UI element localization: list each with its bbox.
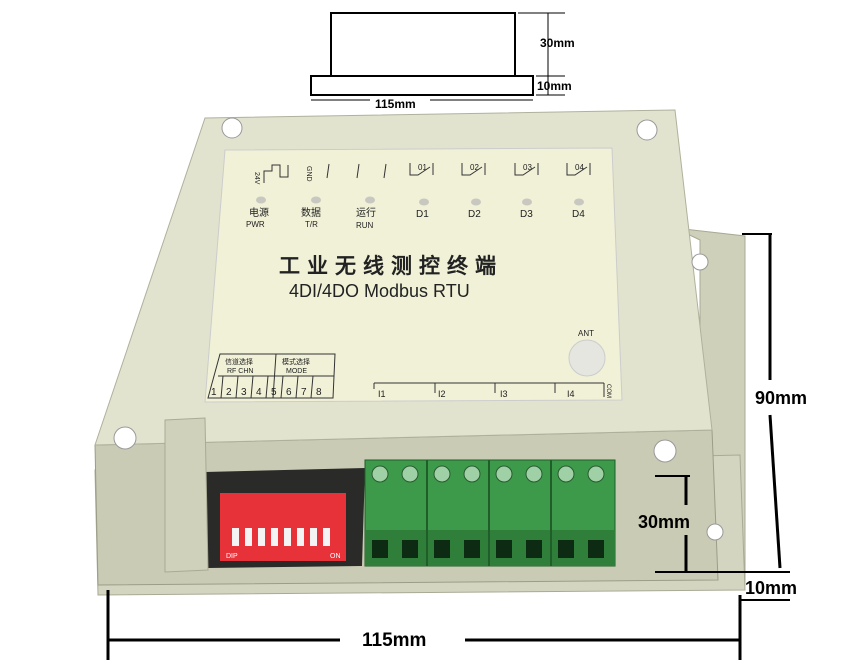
input-labels: I1 I2 I3 I4 COM bbox=[373, 382, 611, 399]
product-title-cn: 工业无线测控终端 bbox=[279, 254, 503, 278]
mode-label-cn: 模式选择 bbox=[282, 357, 310, 366]
led-label-pwr: PWR bbox=[246, 220, 265, 229]
led-label-tr: T/R bbox=[305, 220, 318, 229]
dip-number: 1 bbox=[211, 387, 217, 398]
dip-number: 2 bbox=[226, 387, 232, 398]
led-d3 bbox=[522, 198, 532, 206]
led-label-d4: D4 bbox=[572, 209, 585, 220]
top-view-body bbox=[330, 12, 516, 77]
top-base-label: 10mm bbox=[537, 79, 572, 93]
terminal-screw[interactable] bbox=[495, 465, 513, 483]
terminal-screw[interactable] bbox=[433, 465, 451, 483]
terminal-screw[interactable] bbox=[525, 465, 543, 483]
led-d1 bbox=[419, 198, 429, 206]
input-label-i1: I1 bbox=[378, 389, 386, 399]
dip-number: 7 bbox=[301, 387, 307, 398]
input-label-i4: I4 bbox=[567, 389, 575, 399]
terminal-screw[interactable] bbox=[557, 465, 575, 483]
mount-hole bbox=[691, 253, 709, 271]
terminal-screw[interactable] bbox=[587, 465, 605, 483]
output-label-04: 04 bbox=[575, 163, 584, 172]
input-label-i2: I2 bbox=[438, 389, 446, 399]
mount-hole bbox=[221, 117, 243, 139]
terminal-height-label: 30mm bbox=[638, 512, 690, 532]
mount-hole bbox=[653, 439, 677, 463]
width-label: 115mm bbox=[362, 630, 426, 651]
mode-label-en: MODE bbox=[286, 368, 307, 375]
led-pwr bbox=[256, 196, 266, 204]
dip-switch[interactable] bbox=[220, 493, 346, 561]
terminal-blocks bbox=[364, 459, 616, 567]
terminal-screw[interactable] bbox=[463, 465, 481, 483]
input-label-com: COM bbox=[605, 384, 611, 398]
led-d4 bbox=[574, 198, 584, 206]
top-view-diagram: 30mm 10mm 115mm bbox=[310, 12, 575, 111]
led-row: 电源 PWR 数据 T/R 运行 RUN D1 D2 D3 D4 bbox=[246, 196, 585, 230]
led-label-d1: D1 bbox=[416, 209, 429, 220]
chn-label-cn: 信道选择 bbox=[225, 357, 253, 366]
led-label-run: RUN bbox=[356, 221, 374, 230]
dip-number: 8 bbox=[316, 387, 322, 398]
led-label-d2: D2 bbox=[468, 209, 481, 220]
dip-legend: 信道选择 RF CHN 模式选择 MODE 1 2 3 4 5 6 7 8 bbox=[207, 353, 336, 399]
product-title-en: 4DI/4DO Modbus RTU bbox=[289, 281, 470, 301]
mount-hole bbox=[113, 426, 137, 450]
led-label-cn: 电源 bbox=[249, 206, 269, 219]
dip-on-text: ON bbox=[330, 553, 341, 560]
mount-hole bbox=[636, 119, 658, 141]
output-label-01: 01 bbox=[418, 163, 427, 172]
antenna-cap bbox=[568, 339, 606, 377]
dip-levers bbox=[232, 528, 330, 546]
terminal-screw[interactable] bbox=[371, 465, 389, 483]
label-sticker bbox=[204, 147, 623, 403]
led-label-cn: 运行 bbox=[356, 206, 376, 219]
led-tr bbox=[311, 196, 321, 204]
top-view-base bbox=[310, 75, 534, 96]
top-height-label: 30mm bbox=[540, 36, 575, 50]
led-run bbox=[365, 196, 375, 204]
led-label-cn: 数据 bbox=[301, 206, 321, 219]
dip-number: 4 bbox=[256, 387, 262, 398]
base-height-label: 10mm bbox=[745, 578, 797, 598]
device: 24V GND 01 02 03 04 电源 PWR 数据 T/R 运行 RUN… bbox=[94, 109, 746, 596]
dip-number: 6 bbox=[286, 387, 292, 398]
terminal-label-gnd: GND bbox=[305, 166, 312, 182]
output-label-03: 03 bbox=[523, 163, 532, 172]
dimension-annotations: 90mm 30mm 10mm 115mm bbox=[106, 233, 807, 660]
input-label-i3: I3 bbox=[500, 389, 508, 399]
dip-number: 3 bbox=[241, 387, 247, 398]
chn-label-en: RF CHN bbox=[227, 368, 253, 375]
terminal-screw[interactable] bbox=[401, 465, 419, 483]
top-width-label: 115mm bbox=[375, 97, 416, 111]
output-label-02: 02 bbox=[470, 163, 479, 172]
led-label-d3: D3 bbox=[520, 209, 533, 220]
dip-text: DIP bbox=[226, 553, 238, 560]
led-d2 bbox=[471, 198, 481, 206]
ant-label: ANT bbox=[578, 329, 594, 338]
dip-number: 5 bbox=[271, 387, 277, 398]
mount-hole bbox=[706, 523, 724, 541]
front-pillar bbox=[164, 417, 209, 573]
terminal-label-24v: 24V bbox=[253, 172, 260, 185]
height-total-label: 90mm bbox=[755, 388, 807, 408]
